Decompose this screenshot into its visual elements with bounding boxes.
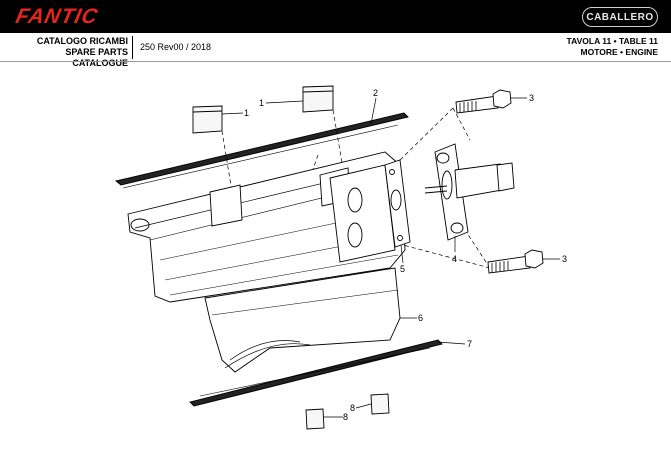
- callout-8-right: 8: [350, 403, 355, 413]
- callout-3-upper: 3: [529, 93, 534, 103]
- head-gasket: [114, 112, 409, 189]
- callout-1-left: 1: [244, 108, 249, 118]
- caballero-badge: CABALLERO: [582, 7, 658, 27]
- header-divider: [132, 36, 133, 59]
- callout-8-left: 8: [343, 412, 348, 422]
- dowel-bushing-right: [302, 85, 334, 113]
- dowel-bushing-left: [192, 105, 223, 134]
- header-bar: FANTIC CABALLERO: [0, 0, 671, 33]
- model-version: 250 Rev00 / 2018: [140, 42, 212, 52]
- header-rule: [0, 61, 671, 62]
- lower-dowel-right: [370, 393, 390, 415]
- table-info: TAVOLA 11 • TABLE 11 MOTORE • ENGINE: [567, 36, 658, 58]
- chain-tensioner: [424, 143, 515, 241]
- flange-bolt-lower: [487, 249, 544, 274]
- callout-1-right: 1: [259, 98, 264, 108]
- catalog-title-it: CATALOGO RICAMBI: [36, 36, 128, 46]
- lower-dowel-left: [305, 408, 325, 430]
- cylinder-body: [127, 151, 406, 373]
- callout-4: 4: [452, 254, 457, 264]
- tensioner-gasket: [384, 159, 411, 248]
- callout-5: 5: [400, 264, 405, 274]
- base-gasket: [189, 339, 443, 407]
- callout-3-lower: 3: [562, 254, 567, 264]
- catalog-title-en: SPARE PARTS CATALOGUE: [65, 47, 128, 68]
- callout-2: 2: [373, 88, 378, 98]
- flange-bolt-upper: [455, 89, 512, 114]
- callout-6: 6: [418, 313, 423, 323]
- section-name: MOTORE • ENGINE: [580, 47, 658, 57]
- table-number: TAVOLA 11 • TABLE 11: [566, 36, 658, 46]
- catalog-title: CATALOGO RICAMBI SPARE PARTS CATALOGUE: [22, 36, 128, 69]
- callout-7: 7: [467, 339, 472, 349]
